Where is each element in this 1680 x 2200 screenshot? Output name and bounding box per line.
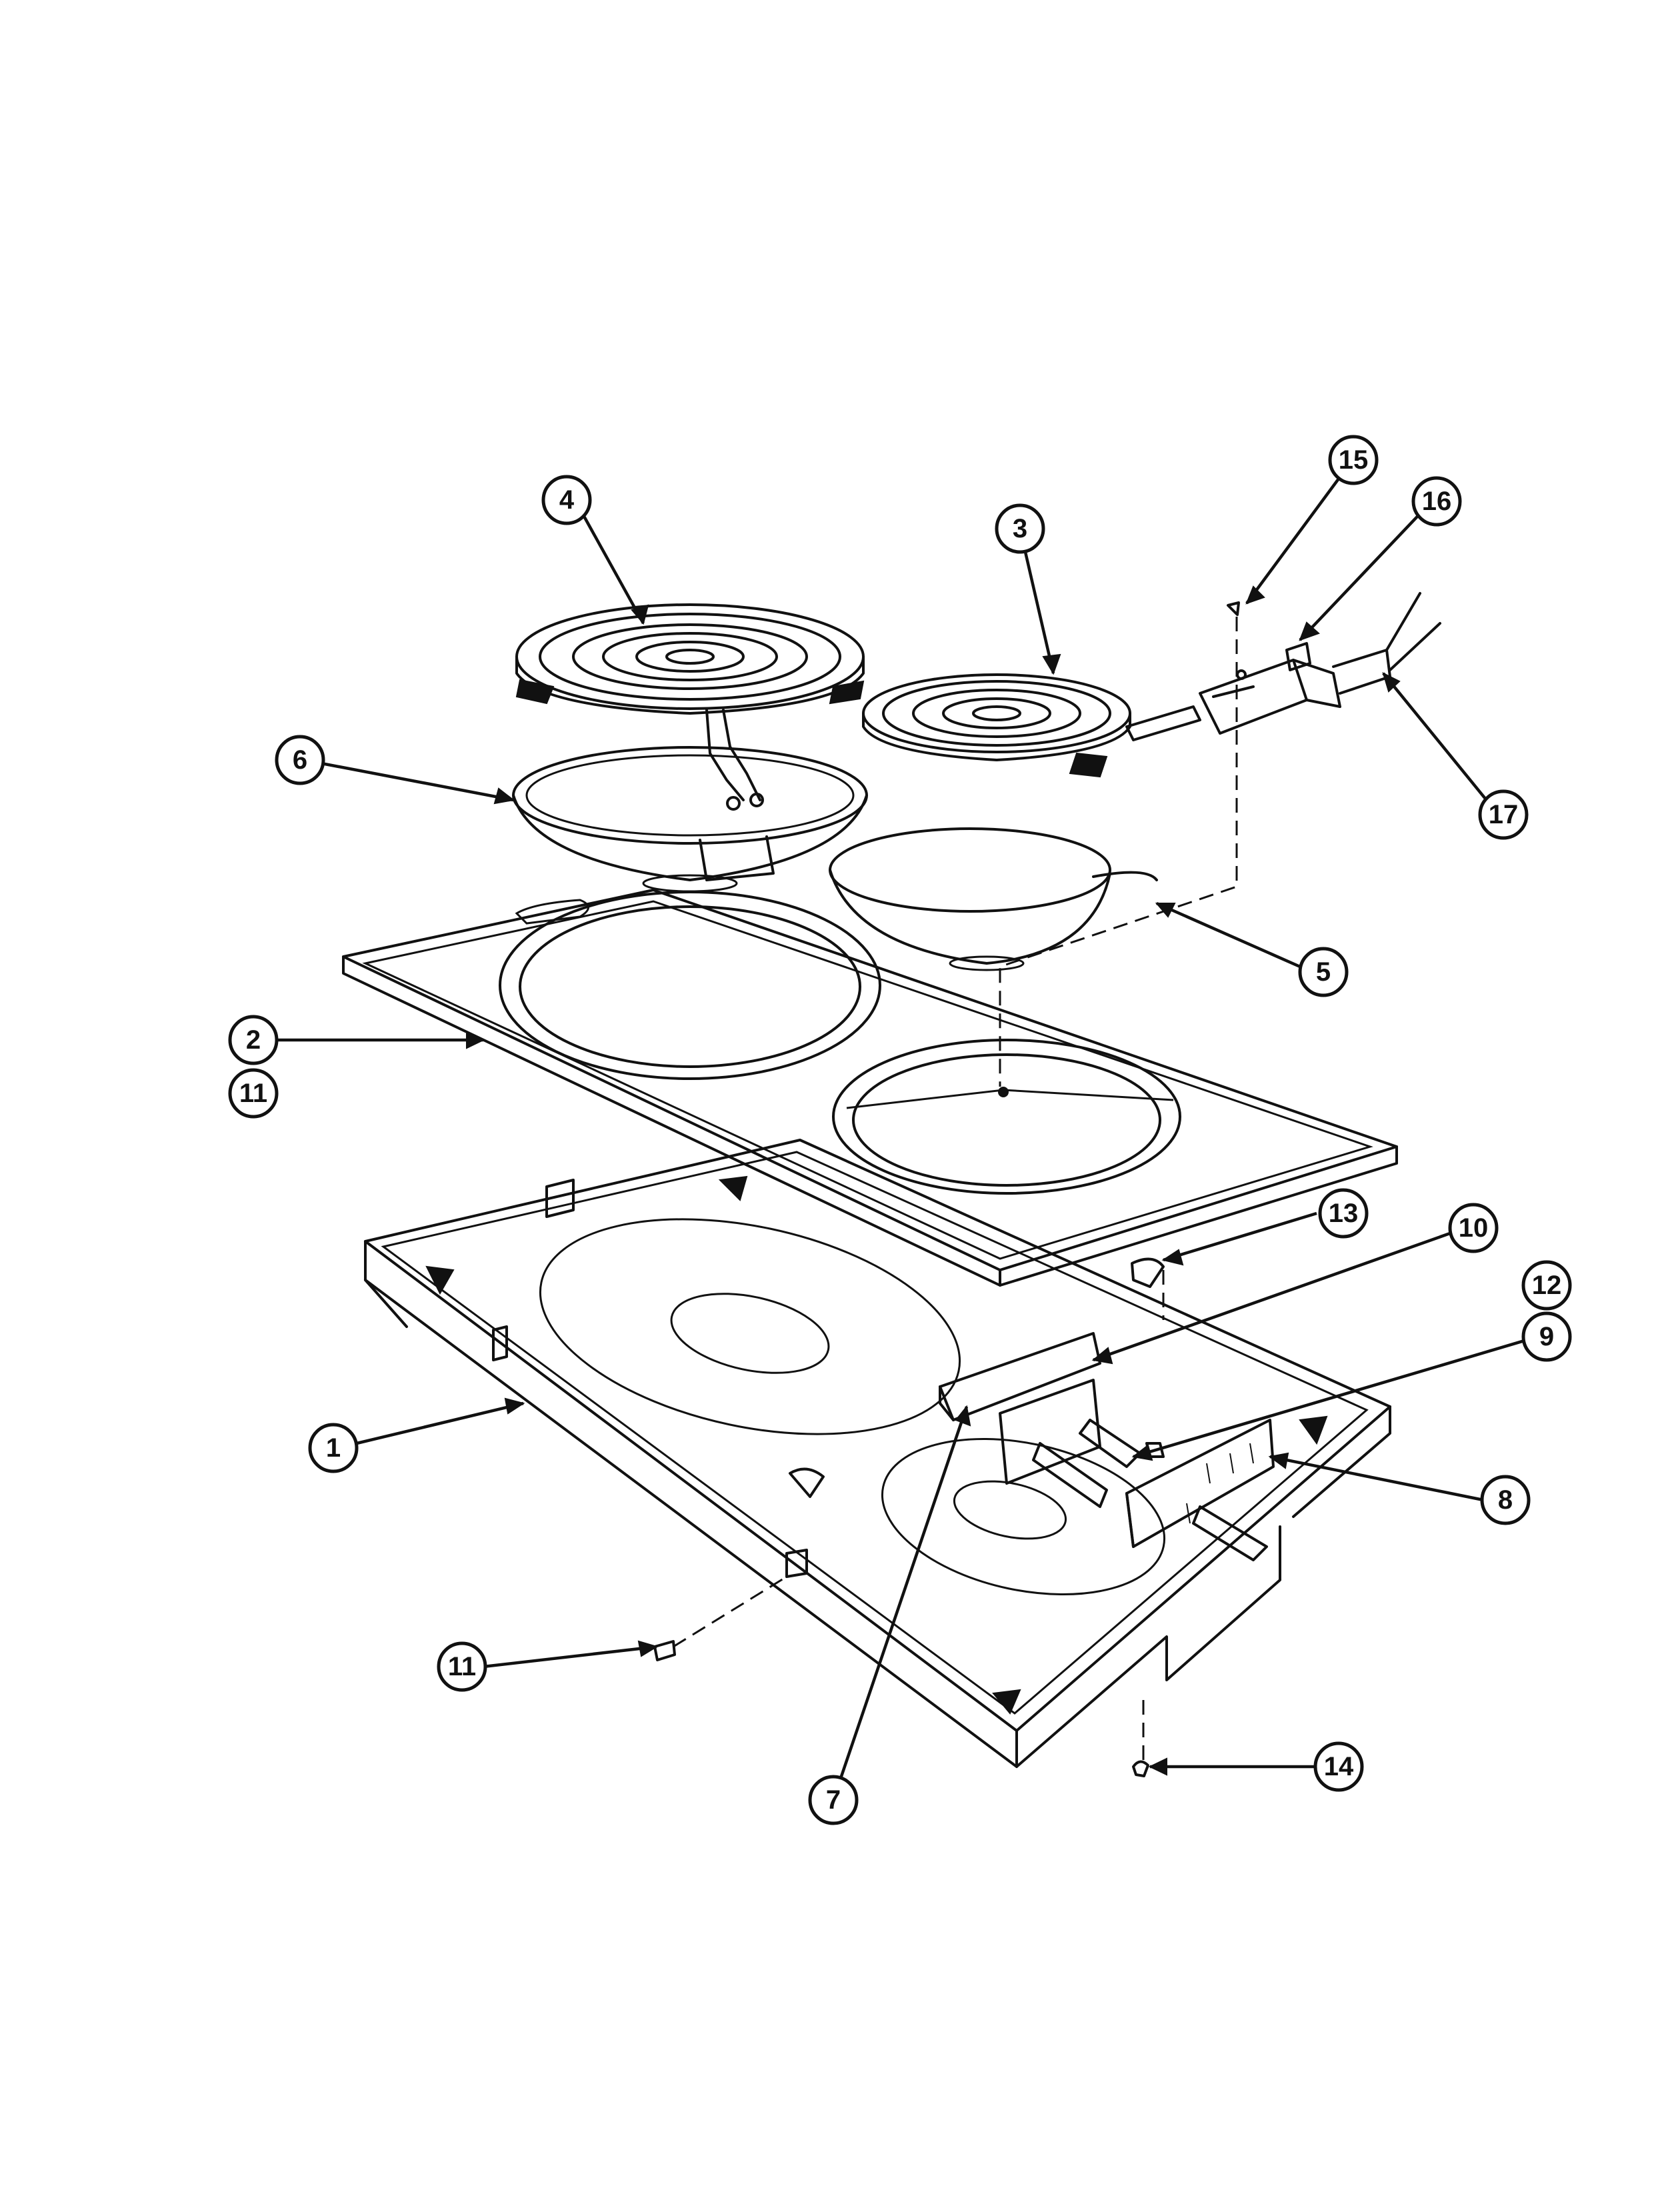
surface-element-small [862,673,1201,778]
callout-11-bottom-label: 11 [448,1652,476,1681]
screw-14 [1132,1760,1149,1777]
callout-7: 7 [808,1775,859,1825]
callout-4: 4 [541,475,592,525]
drip-bowl-small [829,827,1158,971]
terminal-block [1199,592,1441,735]
callout-11-top-label: 11 [239,1079,267,1108]
control-assembly [939,1332,1275,1561]
callout-2: 2 [228,1015,279,1065]
leader-lines [273,462,1527,1801]
callout-10-label: 10 [1459,1213,1489,1243]
callout-11-top: 11 [228,1068,279,1119]
callout-3: 3 [995,503,1045,554]
assembly-lines [673,617,1238,1760]
drip-bowl-large [512,746,868,893]
callout-15: 15 [1328,435,1379,485]
callout-8: 8 [1480,1475,1531,1525]
callout-16-label: 16 [1422,487,1452,516]
callout-9: 9 [1521,1311,1572,1362]
callout-5-label: 5 [1316,957,1331,987]
callout-13: 13 [1318,1188,1369,1239]
callout-3-label: 3 [1013,514,1027,543]
top-frame [342,889,1398,1287]
callout-7-label: 7 [826,1785,841,1815]
callout-17-label: 17 [1489,800,1519,829]
screw-11 [653,1640,676,1661]
callout-8-label: 8 [1498,1485,1513,1515]
callout-13-label: 13 [1329,1199,1359,1228]
callout-12: 12 [1521,1260,1572,1311]
callout-5: 5 [1298,947,1349,997]
callout-1-label: 1 [326,1433,341,1463]
callout-14: 14 [1313,1741,1364,1792]
surface-element-large [515,603,865,811]
callout-17: 17 [1478,789,1529,840]
callout-11-bottom: 11 [437,1641,487,1692]
callout-6-label: 6 [293,745,307,775]
callout-15-label: 15 [1339,445,1369,475]
callout-6: 6 [275,735,325,785]
callout-9-label: 9 [1539,1322,1554,1351]
bottom-pan [364,1139,1391,1768]
callout-16: 16 [1411,476,1462,527]
callout-12-label: 12 [1532,1271,1562,1300]
callout-10: 10 [1448,1203,1499,1253]
terminal-clip [1131,1257,1165,1288]
callout-4-label: 4 [559,485,575,515]
callout-1: 1 [308,1423,359,1473]
callout-14-label: 14 [1324,1752,1354,1781]
leader-arrowheads [466,585,1401,1776]
callout-2-label: 2 [246,1025,261,1055]
